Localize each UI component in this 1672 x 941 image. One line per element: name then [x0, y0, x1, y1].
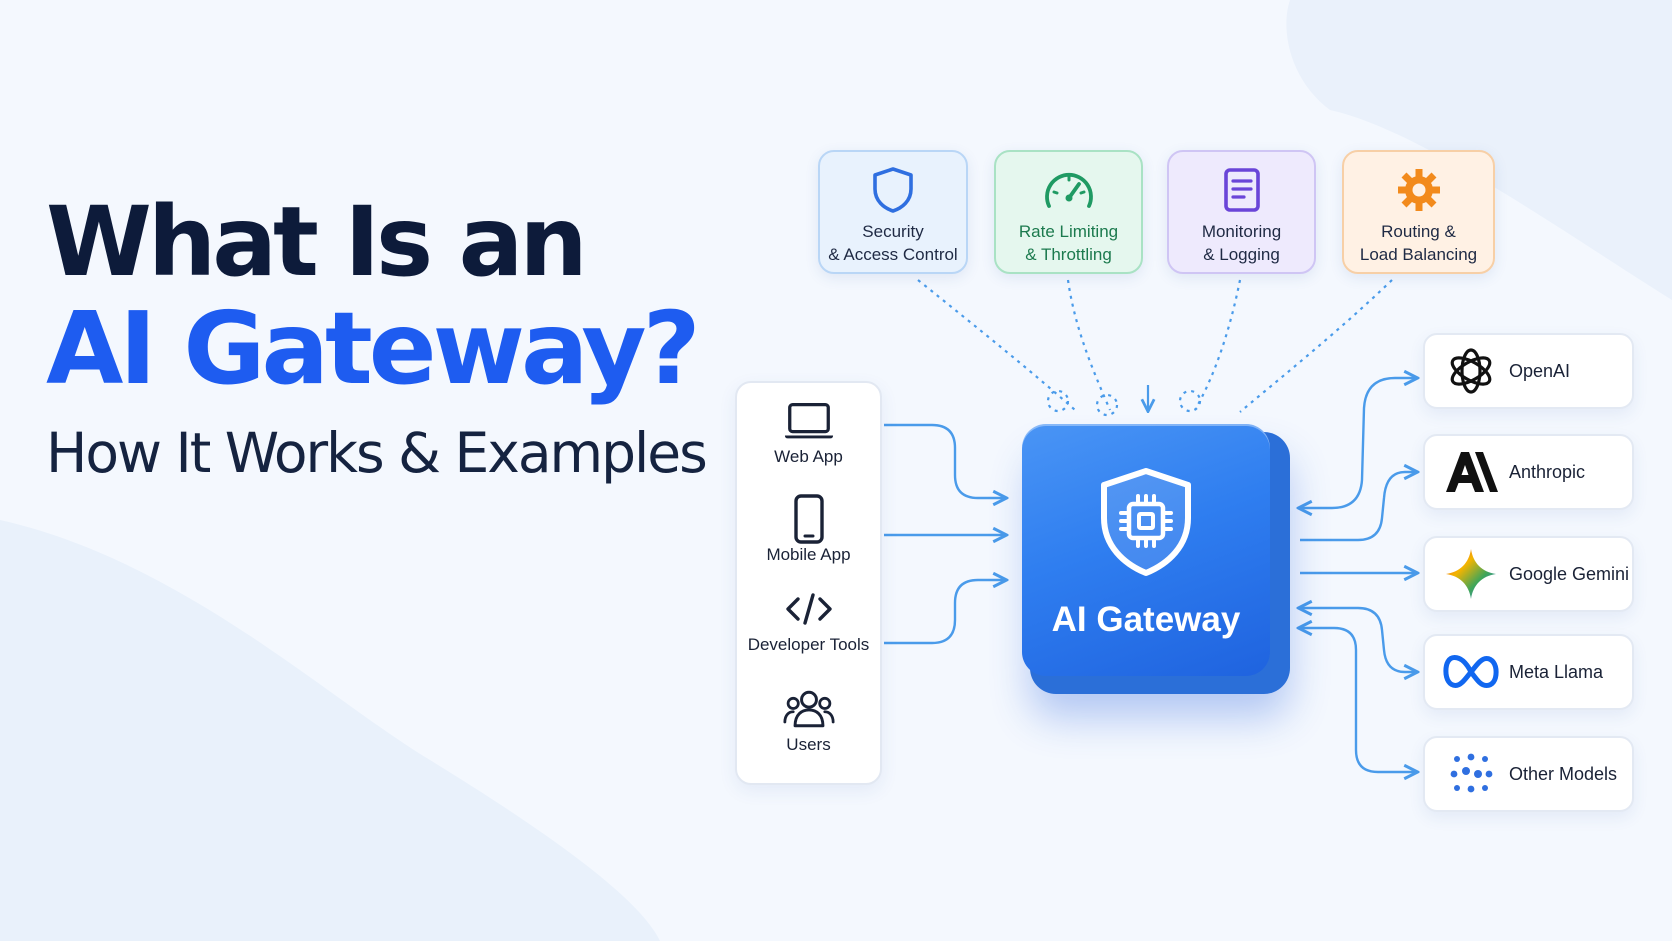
provider-label-meta: Meta Llama	[1509, 661, 1604, 682]
source-web-app: Web App	[737, 397, 880, 467]
line-openai	[1300, 378, 1416, 508]
gemini-logo-icon	[1443, 546, 1499, 602]
smartphone-icon	[783, 494, 835, 544]
source-label-users: Users	[786, 735, 831, 754]
anthropic-logo-icon	[1443, 444, 1499, 500]
dashed-line-rate-limiting	[1066, 279, 1112, 411]
users-icon	[782, 685, 835, 733]
dashed-line-routing	[1239, 279, 1393, 413]
feature-card-security: Security & Access Control	[818, 150, 968, 274]
source-mobile-app: Mobile App	[737, 494, 880, 565]
feature-label-routing: Routing & Load Balancing	[1359, 222, 1478, 264]
openai-logo-icon	[1443, 343, 1499, 399]
dashed-line-security	[917, 279, 1076, 411]
provider-label-gemini: Google Gemini	[1509, 563, 1630, 584]
feature-card-monitoring: Monitoring & Logging	[1167, 150, 1316, 274]
source-developer-tools: Developer Tools	[737, 585, 880, 655]
feature-label-monitoring: Monitoring & Logging	[1201, 222, 1282, 264]
shield-icon	[867, 164, 919, 216]
provider-openai: OpenAI	[1423, 333, 1634, 409]
source-users: Users	[737, 685, 880, 755]
provider-meta: Meta Llama	[1423, 634, 1634, 710]
shield-chip-icon	[1096, 466, 1196, 578]
line-meta	[1300, 608, 1416, 672]
feature-label-security: Security & Access Control	[828, 222, 958, 264]
provider-other-models: Other Models	[1423, 736, 1634, 812]
provider-gemini: Google Gemini	[1423, 536, 1634, 612]
sources-panel: Web App Mobile App Developer Tools Users	[735, 381, 882, 785]
provider-label-other-models: Other Models	[1509, 763, 1618, 784]
source-label-web-app: Web App	[774, 447, 843, 466]
speedometer-icon	[1043, 164, 1095, 216]
feature-card-rate-limiting: Rate Limiting & Throttling	[994, 150, 1143, 274]
source-label-mobile-app: Mobile App	[766, 545, 851, 564]
provider-anthropic: Anthropic	[1423, 434, 1634, 510]
line-other-models	[1300, 628, 1416, 772]
gear-icon	[1393, 164, 1445, 216]
ai-gateway-box: AI Gateway	[1022, 424, 1270, 676]
line-anthropic	[1300, 472, 1416, 542]
code-icon	[783, 585, 835, 633]
subtitle: How It Works & Examples	[46, 421, 708, 485]
gateway-label: AI Gateway	[1051, 600, 1241, 639]
dashed-line-monitoring	[1194, 279, 1242, 411]
feature-label-rate-limiting: Rate Limiting & Throttling	[1018, 222, 1119, 264]
line-web-app	[884, 423, 1005, 498]
dots-icon	[1443, 746, 1499, 802]
title-line-2: AI Gateway?	[46, 290, 701, 407]
meta-logo-icon	[1443, 644, 1499, 700]
line-developer-tools	[884, 580, 1005, 645]
provider-label-anthropic: Anthropic	[1509, 461, 1586, 482]
provider-label-openai: OpenAI	[1509, 360, 1571, 381]
document-icon	[1216, 164, 1268, 216]
title-line-1: What Is an	[46, 186, 588, 298]
feature-card-routing: Routing & Load Balancing	[1342, 150, 1495, 274]
source-label-developer-tools: Developer Tools	[747, 635, 870, 654]
laptop-icon	[783, 397, 835, 445]
